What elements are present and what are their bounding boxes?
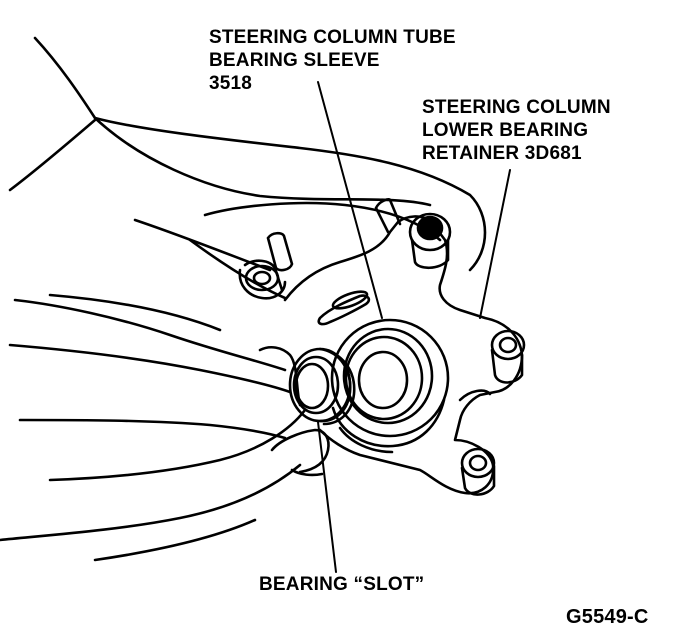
upper-hand bbox=[8, 36, 487, 300]
figure-id: G5549-C bbox=[566, 606, 649, 628]
label-bearing-sleeve: STEERING COLUMN TUBE BEARING SLEEVE 3518 bbox=[209, 26, 456, 95]
leader-retainer bbox=[479, 169, 511, 319]
label-bearing-retainer: STEERING COLUMN LOWER BEARING RETAINER 3… bbox=[422, 96, 611, 165]
label-bearing-sleeve-line-1: STEERING COLUMN TUBE bbox=[209, 27, 456, 48]
leader-sleeve bbox=[317, 81, 383, 319]
bearing bbox=[288, 347, 356, 426]
label-bearing-retainer-line-1: STEERING COLUMN bbox=[422, 97, 611, 118]
label-bearing-slot: BEARING “SLOT” bbox=[259, 574, 425, 595]
leader-lines bbox=[317, 81, 511, 573]
bearing-retainer bbox=[238, 197, 526, 496]
lower-hand bbox=[0, 293, 330, 562]
label-bearing-retainer-line-2: LOWER BEARING bbox=[422, 120, 589, 141]
label-bearing-retainer-line-3: RETAINER 3D681 bbox=[422, 143, 582, 164]
label-bearing-sleeve-line-2: BEARING SLEEVE bbox=[209, 50, 380, 71]
label-bearing-sleeve-line-3: 3518 bbox=[209, 73, 253, 94]
bearing-sleeve bbox=[330, 318, 450, 454]
leader-slot bbox=[317, 421, 337, 573]
